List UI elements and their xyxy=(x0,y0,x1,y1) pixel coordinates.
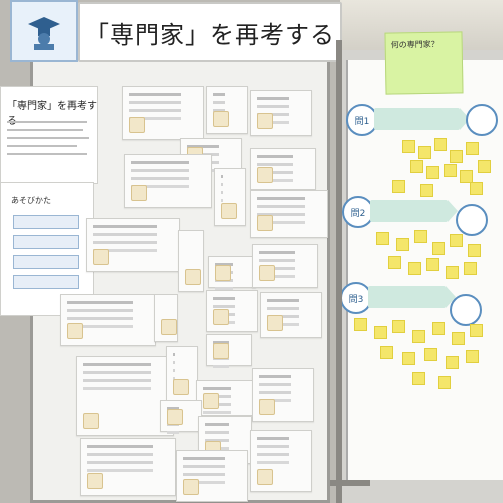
sticky-note xyxy=(396,238,409,251)
stand-pole xyxy=(336,40,342,503)
worksheet-card xyxy=(196,380,254,416)
sticky-note xyxy=(426,166,439,179)
worksheet-card xyxy=(206,86,248,134)
sticky-note xyxy=(470,324,483,337)
sticky-note xyxy=(478,160,491,173)
sticky-note xyxy=(402,352,415,365)
sticky-note xyxy=(380,346,393,359)
sticky-note xyxy=(392,180,405,193)
sticky-note xyxy=(446,356,459,369)
intro-text-line xyxy=(7,153,87,155)
sticky-note xyxy=(408,262,421,275)
sticky-note xyxy=(470,182,483,195)
sticky-note xyxy=(438,376,451,389)
worksheet-card xyxy=(80,438,176,496)
worksheet-card xyxy=(250,90,312,136)
howto-step xyxy=(13,235,79,249)
question-marker xyxy=(450,294,482,326)
sticky-note xyxy=(374,326,387,339)
sticky-note xyxy=(432,242,445,255)
question-note-text: 何の専門家？ xyxy=(390,39,439,50)
worksheet-card xyxy=(178,230,204,292)
worksheet-card xyxy=(252,244,318,288)
question-marker-label: 問1 xyxy=(354,116,370,127)
sticky-note xyxy=(460,170,473,183)
worksheet-card xyxy=(60,294,156,346)
logo-badge xyxy=(10,0,78,62)
sticky-note xyxy=(376,232,389,245)
worksheet-card xyxy=(76,356,174,436)
stand-foot xyxy=(330,480,370,486)
sticky-note xyxy=(412,330,425,343)
sticky-note xyxy=(424,348,437,361)
worksheet-card xyxy=(208,256,256,288)
title-banner: 「専門家」を再考する xyxy=(78,2,342,62)
worksheet-card xyxy=(250,190,328,238)
worksheet-card xyxy=(206,290,258,332)
worksheet-card xyxy=(124,154,212,208)
sticky-note xyxy=(466,142,479,155)
worksheet-card xyxy=(260,292,322,338)
sticky-note xyxy=(354,318,367,331)
question-note: 何の専門家？ xyxy=(384,31,464,95)
sticky-note xyxy=(412,372,425,385)
worksheet-card xyxy=(250,148,316,190)
intro-panel: 「専門家」を再考する xyxy=(0,86,98,184)
intro-text-line xyxy=(7,145,77,147)
question-band xyxy=(368,286,456,308)
question-marker-label: 問3 xyxy=(348,294,364,305)
question-band xyxy=(370,200,458,222)
worksheet-card xyxy=(252,368,314,422)
sticky-note xyxy=(466,350,479,363)
sticky-note xyxy=(464,262,477,275)
howto-step xyxy=(13,215,79,229)
sticky-note xyxy=(446,266,459,279)
sticky-note xyxy=(434,138,447,151)
howto-step xyxy=(13,255,79,269)
intro-text-line xyxy=(7,129,83,131)
sticky-note xyxy=(388,256,401,269)
sticky-note xyxy=(418,146,431,159)
sticky-note xyxy=(450,234,463,247)
sticky-note xyxy=(410,160,423,173)
worksheet-card xyxy=(206,334,252,366)
howto-step xyxy=(13,275,79,289)
question-band xyxy=(374,108,470,130)
worksheet-card xyxy=(176,450,248,502)
sticky-note xyxy=(392,320,405,333)
intro-text-line xyxy=(7,121,87,123)
graduate-icon xyxy=(28,17,60,50)
worksheet-card xyxy=(154,294,178,342)
intro-text-line xyxy=(7,137,89,139)
worksheet-card xyxy=(214,168,246,226)
sticky-note xyxy=(420,184,433,197)
question-marker: 問2 xyxy=(342,196,374,228)
worksheet-card xyxy=(122,86,204,140)
sticky-note xyxy=(468,244,481,257)
sticky-note xyxy=(402,140,415,153)
sticky-note xyxy=(426,258,439,271)
banner-title: 「専門家」を再考する xyxy=(85,20,335,49)
worksheet-card xyxy=(86,218,180,272)
question-marker xyxy=(456,204,488,236)
howto-panel: あそびかた xyxy=(0,182,94,316)
sticky-note xyxy=(450,150,463,163)
worksheet-card xyxy=(166,346,198,402)
question-marker xyxy=(466,104,498,136)
worksheet-card xyxy=(160,400,202,432)
sticky-note xyxy=(452,332,465,345)
question-marker-label: 問2 xyxy=(350,208,366,219)
sticky-note xyxy=(432,322,445,335)
worksheet-card xyxy=(250,430,312,492)
sticky-note xyxy=(414,230,427,243)
sticky-note xyxy=(444,164,457,177)
howto-title: あそびかた xyxy=(11,196,51,205)
